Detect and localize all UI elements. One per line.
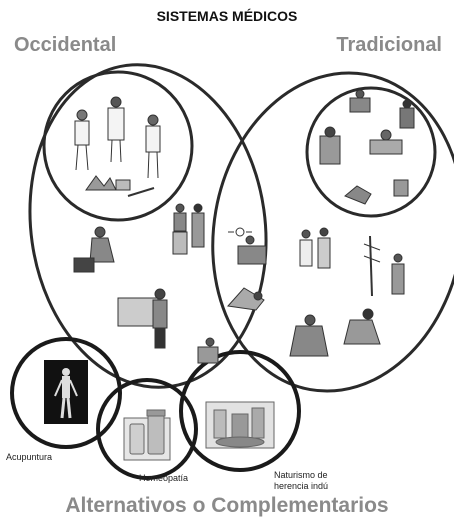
naturismo-label-line1: Naturismo de (274, 470, 328, 480)
homeopatia-bottles (123, 409, 171, 461)
occidental-label: Occidental (14, 34, 117, 56)
diagram-title: SISTEMAS MÉDICOS (156, 8, 298, 24)
naturismo-items (205, 401, 275, 449)
doctors-illustration (74, 96, 161, 197)
homeopatia-circle (96, 378, 198, 480)
acupuntura-circle (10, 337, 122, 449)
acupuntura-figure (44, 360, 88, 424)
homeopatia-label: Homeopatía (139, 473, 189, 483)
occidental-doctors-circle (42, 70, 194, 222)
tradicional-people-illustration (289, 227, 405, 357)
tradicional-ellipse (211, 71, 454, 393)
naturismo-label-line2: herencia indú (274, 481, 329, 491)
intersection-illustration (227, 227, 267, 311)
alternativos-label: Alternativos o Complementarios (65, 494, 389, 517)
healers-illustration (319, 89, 415, 205)
occidental-people-illustration (73, 203, 219, 364)
naturismo-circle (179, 350, 301, 472)
tradicional-label: Tradicional (336, 34, 442, 56)
tradicional-healers-circle (305, 86, 437, 218)
acupuntura-label: Acupuntura (6, 452, 53, 462)
